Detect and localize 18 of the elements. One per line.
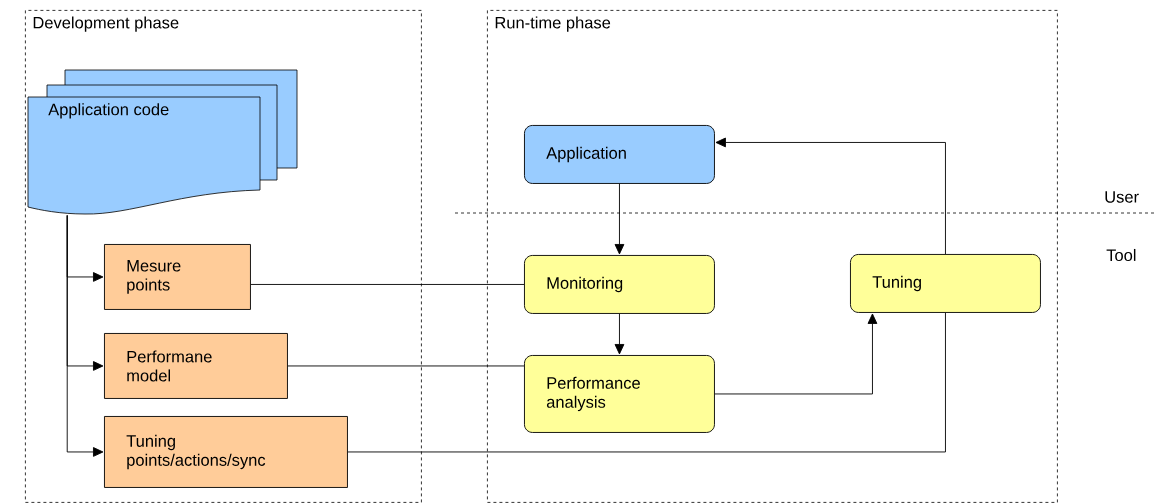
- arrow: [715, 137, 946, 255]
- side-label: User: [1105, 191, 1139, 203]
- artifact-box: Mesure points: [104, 244, 251, 310]
- connector-line: [347, 312, 946, 453]
- arrow: [66, 214, 104, 457]
- side-label: Tool: [1106, 248, 1136, 262]
- connector-line: [287, 365, 525, 367]
- artifact-box: Performane model: [104, 333, 288, 399]
- arrow: [714, 313, 878, 395]
- arrow: [614, 313, 625, 355]
- arrow: [614, 183, 625, 255]
- process-box: Monitoring: [524, 255, 715, 314]
- artifact-box: Tuning points/actions/sync: [104, 416, 348, 488]
- application-box: Application: [524, 125, 715, 184]
- connector-line: [250, 284, 525, 285]
- process-box: Tuning: [850, 254, 1041, 313]
- process-box: Performance analysis: [524, 355, 715, 433]
- document-stack: Application code: [27, 69, 298, 215]
